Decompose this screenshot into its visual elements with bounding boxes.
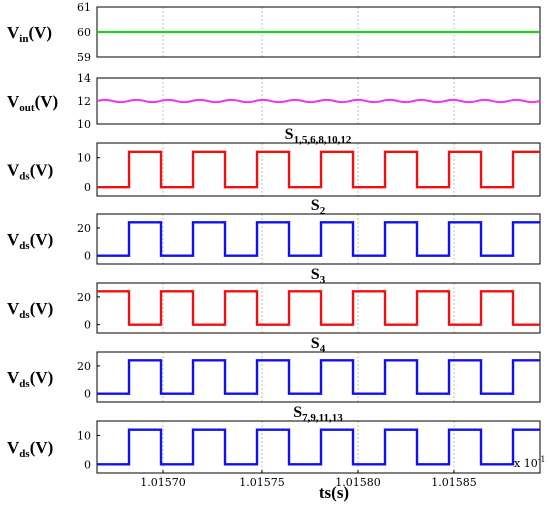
y-tick-label: 61 [77,1,91,14]
y-axis-label-unit: (V) [30,368,54,387]
y-axis-label-sub: out [19,102,35,114]
y-tick-label: 0 [84,319,91,332]
panel-title-sub: 3 [320,274,326,286]
x-axis: ts(s) x 10-1 1.01570 1.01575 1.01580 1.0158… [140,455,545,502]
y-tick-label: 0 [84,181,91,194]
y-tick-label: 10 [77,152,91,165]
y-axis-label: Vds(V) [7,299,53,321]
panel-title-sub: 2 [320,205,326,217]
y-tick-label: 12 [77,95,91,108]
y-axis-label-unit: (V) [35,92,59,111]
y-axis-label-main: V [7,368,20,387]
series-line-s1 [97,150,540,189]
y-tick-label: 0 [84,458,91,471]
panel-title-main: S [293,404,302,421]
y-axis-label-sub: ds [19,309,30,321]
y-tick-label: 10 [77,118,91,131]
y-axis-label: Vds(V) [7,368,53,390]
series-line-s3 [97,290,540,326]
panel-title: S7,9,11,13 [293,404,343,424]
x-tick-label: 1.01585 [431,476,477,489]
panel-title: S4 [311,335,326,355]
panel-title-sub: 1,5,6,8,10,12 [294,134,352,146]
y-axis-label-sub: ds [19,171,30,183]
y-axis-label-sub: ds [19,448,30,460]
panel-title: S2 [311,197,326,217]
y-axis-label-sub: ds [19,240,30,252]
y-axis-label-main: V [7,438,20,457]
y-axis-label: Vds(V) [7,161,53,183]
panel-title-main: S [311,266,320,283]
y-axis-label-unit: (V) [30,161,54,180]
y-axis-label: Vds(V) [7,438,53,460]
y-tick-label: 60 [77,26,91,39]
y-tick-label: 20 [77,222,91,235]
y-axis-label-sub: ds [19,378,30,390]
y-axis-label-sub: in [19,33,28,45]
y-axis-label-unit: (V) [28,23,52,42]
y-axis-label-main: V [7,23,20,42]
panel-frame [96,351,541,403]
y-axis-label-main: V [7,230,20,249]
y-axis-label-main: V [7,92,20,111]
panel-title-main: S [311,197,320,214]
y-axis-label-unit: (V) [30,230,54,249]
panel-frame [96,213,541,265]
panel-title-main: S [311,335,320,352]
x-tick-label: 1.01580 [335,476,381,489]
series-line-s7 [97,428,540,466]
y-tick-label: 59 [77,51,91,64]
panel-frame [96,282,541,334]
x-axis-multiplier: x 10-1 [514,455,546,470]
panel-title: S3 [311,266,326,286]
panel-title-sub: 7,9,11,13 [302,412,343,424]
y-axis-label-main: V [7,299,20,318]
series-line-vout [96,98,541,104]
series-line-s4 [97,359,540,395]
y-axis-label-unit: (V) [30,299,54,318]
y-axis-label-main: V [7,161,20,180]
y-tick-label: 0 [84,388,91,401]
y-axis-label: Vin(V) [7,23,52,45]
panel-frame [96,420,541,474]
y-tick-label: 0 [84,250,91,263]
y-tick-label: 20 [77,360,91,373]
panel-title-main: S [285,126,294,143]
panel-frame [96,142,541,197]
x-axis-label: ts(s) [319,483,349,502]
y-axis-label: Vout(V) [7,92,58,114]
y-tick-label: 10 [77,429,91,442]
x-tick-label: 1.01575 [239,476,285,489]
y-axis-label-unit: (V) [30,438,54,457]
y-tick-label: 14 [77,72,91,85]
plot-panels: 596061Vin(V)101214Vout(V)010Vds(V)S1,5,6… [7,1,541,474]
series-line-s2 [97,221,540,257]
panel-title: S1,5,6,8,10,12 [285,126,352,146]
x-tick-label: 1.01570 [140,476,186,489]
y-tick-label: 20 [77,291,91,304]
y-axis-label: Vds(V) [7,230,53,252]
panel-title-sub: 4 [320,343,326,355]
